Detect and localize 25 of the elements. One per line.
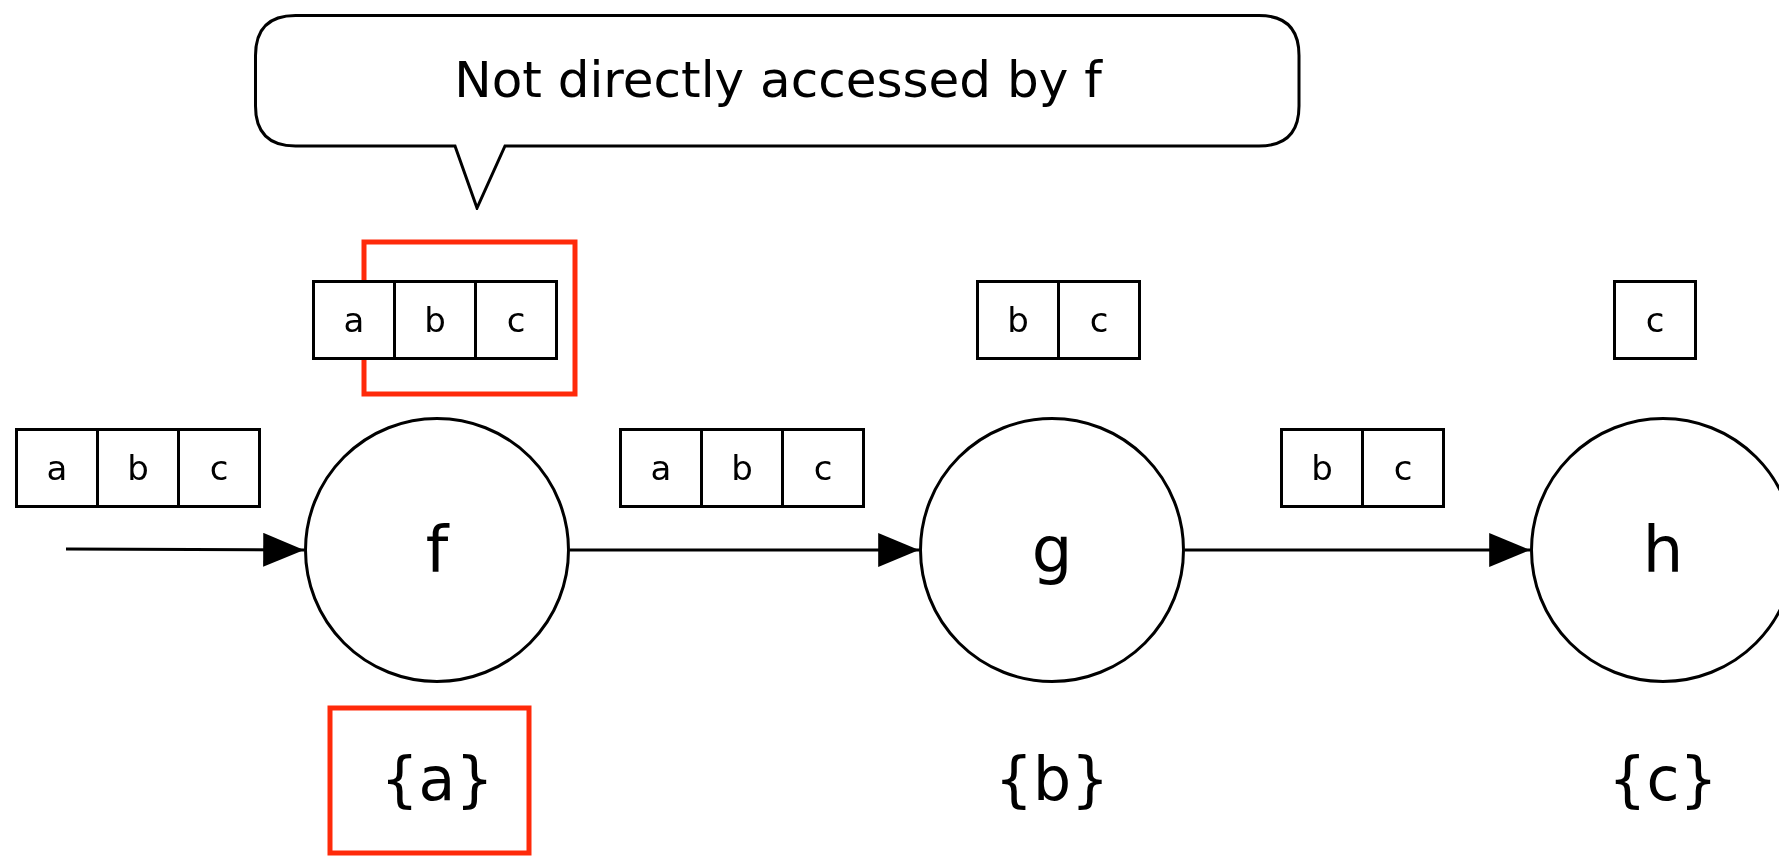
function-circle: h bbox=[1530, 417, 1779, 683]
array-cell: a bbox=[619, 428, 703, 508]
array-cell: a bbox=[15, 428, 99, 508]
arrow bbox=[570, 533, 919, 567]
array-cell: c bbox=[177, 428, 261, 508]
array-cell: a bbox=[312, 280, 396, 360]
set-label: {c} bbox=[1608, 749, 1718, 809]
array-cell: c bbox=[781, 428, 865, 508]
arrow bbox=[66, 532, 304, 567]
array-cell: c bbox=[1613, 280, 1697, 360]
array-cell: b bbox=[976, 280, 1060, 360]
array-cell: b bbox=[700, 428, 784, 508]
function-circle: f bbox=[304, 417, 570, 683]
callout-text: Not directly accessed by f bbox=[453, 50, 1104, 111]
array-cell: c bbox=[1057, 280, 1141, 360]
array-cell: b bbox=[1280, 428, 1364, 508]
array-cell: b bbox=[393, 280, 477, 360]
array-cell: c bbox=[474, 280, 558, 360]
set-label: {b} bbox=[994, 749, 1110, 809]
array-cell: c bbox=[1361, 428, 1445, 508]
set-label: {a} bbox=[380, 749, 494, 809]
speech-bubble bbox=[254, 14, 1302, 210]
function-circle: g bbox=[919, 417, 1185, 683]
arrow bbox=[1185, 533, 1530, 567]
array-cell: b bbox=[96, 428, 180, 508]
